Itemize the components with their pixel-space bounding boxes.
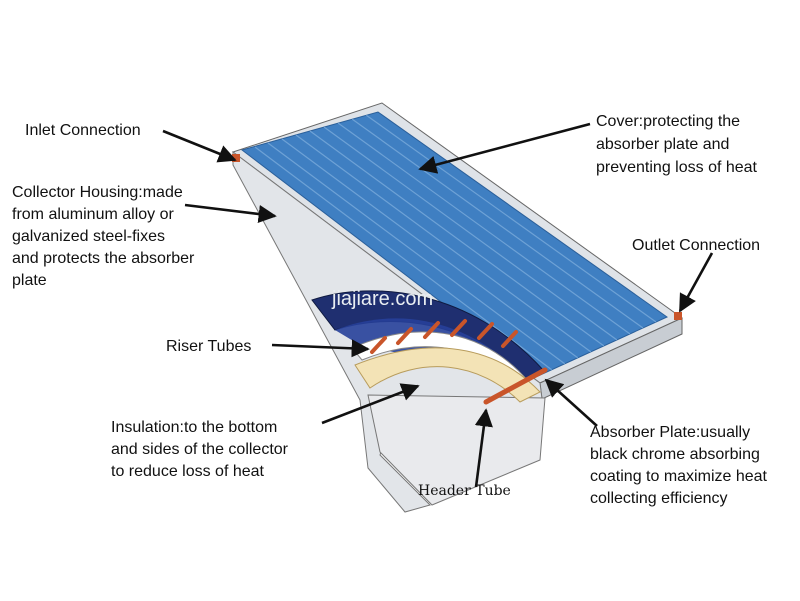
header-tube — [483, 367, 548, 405]
label-outlet-connection: Outlet Connection — [632, 237, 761, 254]
arrow-outlet — [678, 252, 714, 313]
insulation-layer — [354, 347, 541, 403]
label-absorber-line: black chrome absorbing — [590, 446, 760, 463]
arrow-housing — [184, 203, 277, 224]
label-housing-line: Collector Housing:made — [12, 184, 183, 201]
label-cover-line: Cover:protecting the — [596, 113, 741, 130]
cover-stripes — [254, 114, 657, 371]
arrow-cover — [418, 122, 591, 174]
label-insulation-line: and sides of the collector — [111, 441, 288, 458]
label-arrows — [162, 122, 714, 488]
label-housing-line: plate — [12, 272, 47, 289]
label-absorber-line: Absorber Plate:usually — [590, 424, 751, 441]
label-cover-line: absorber plate and — [596, 136, 730, 153]
label-inlet-connection: Inlet Connection — [25, 122, 141, 139]
label-insulation-line: Insulation:to the bottom — [111, 419, 278, 436]
arrow-insulation — [321, 383, 420, 425]
arrow-absorber — [544, 378, 598, 427]
arrow-inlet — [162, 129, 237, 163]
label-cover-line: preventing loss of heat — [596, 159, 757, 176]
arrow-header — [474, 408, 493, 488]
watermark: jiajiare.com — [332, 288, 434, 310]
label-housing-line: and protects the absorber — [12, 250, 195, 267]
label-header-tube: Header Tube — [418, 483, 511, 499]
label-insulation-line: to reduce loss of heat — [111, 463, 264, 480]
glass-cover — [240, 111, 668, 377]
arrow-riser — [271, 339, 370, 358]
label-riser-tubes: Riser Tubes — [166, 338, 252, 355]
label-absorber-line: coating to maximize heat — [590, 468, 767, 485]
label-housing-line: galvanized steel-fixes — [12, 228, 165, 245]
label-absorber-line: collecting efficiency — [590, 490, 728, 507]
riser-tubes — [370, 319, 518, 354]
outlet-connection — [674, 312, 682, 320]
label-housing-line: from aluminum alloy or — [12, 206, 174, 223]
